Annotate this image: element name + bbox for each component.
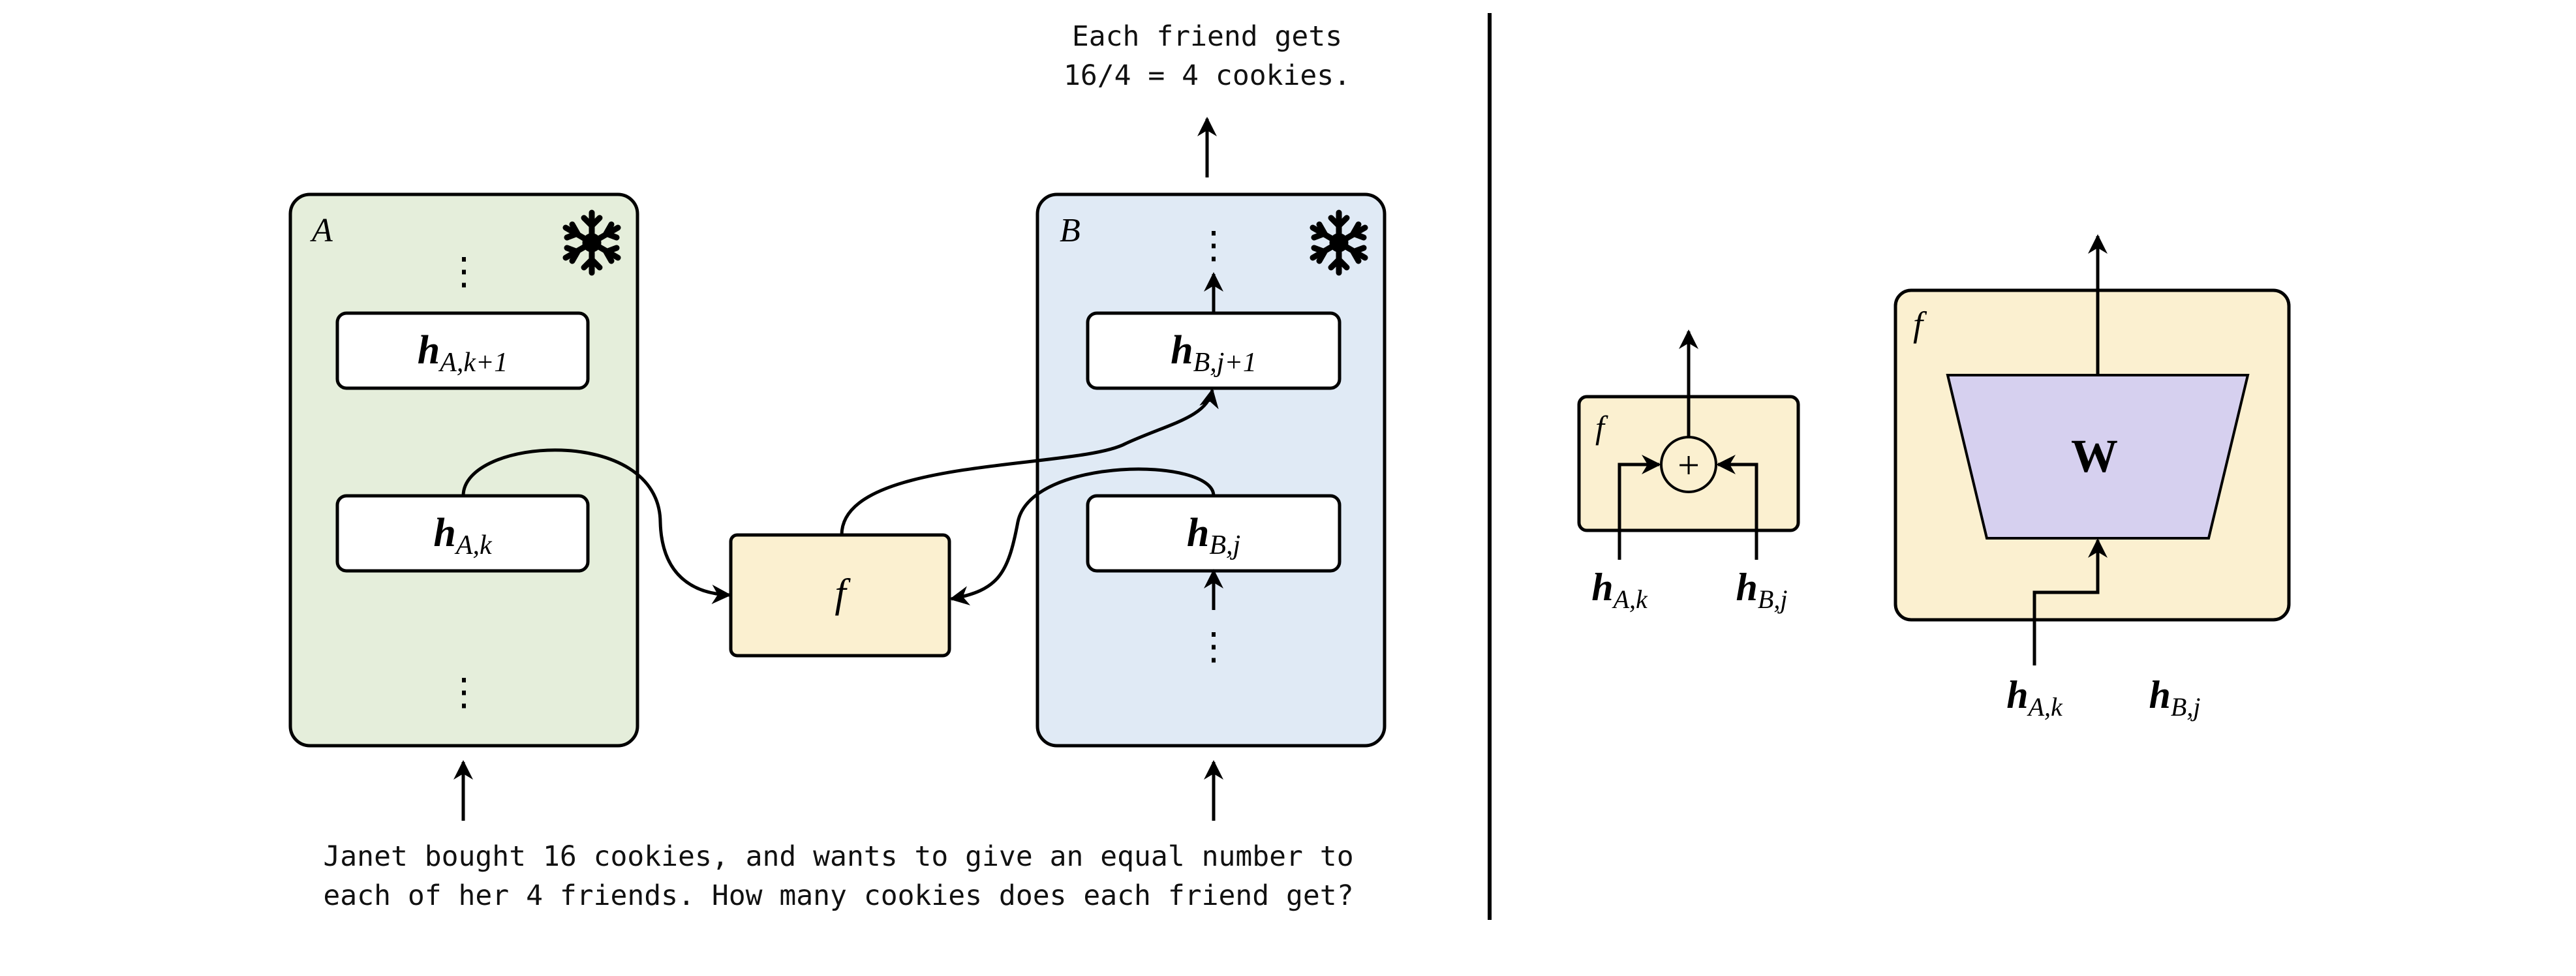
sum-operator-symbol: + bbox=[1678, 444, 1700, 487]
layer-a-k-plus-1-box bbox=[335, 311, 590, 390]
input-text-line-2: each of her 4 friends. How many cookies … bbox=[323, 879, 1353, 912]
sum-input-b-label: hB,j bbox=[1736, 566, 1788, 614]
arrow-a-to-f bbox=[461, 448, 731, 605]
layer-a-k-label: hA,k bbox=[433, 511, 493, 560]
layer-b-j-plus-1-label: hB,j+1 bbox=[1171, 328, 1257, 378]
arrow-b-j-to-f bbox=[949, 467, 1216, 605]
right-panel: f + hA,k hB,j f W hA,k hB,j bbox=[1577, 234, 2291, 722]
linear-variant: f W hA,k hB,j bbox=[1894, 234, 2291, 722]
arrow-f-to-b-j-plus-1 bbox=[840, 388, 1219, 536]
weight-matrix-label: W bbox=[2071, 430, 2118, 482]
ellipsis-top-a: ⋮ bbox=[445, 250, 483, 292]
layer-b-j-label: hB,j bbox=[1187, 511, 1240, 560]
linear-input-arrow bbox=[2032, 538, 2108, 665]
linear-input-b-label: hB,j bbox=[2149, 673, 2201, 722]
sum-input-arrow-a bbox=[1618, 455, 1661, 560]
ellipsis-bottom-a: ⋮ bbox=[445, 671, 483, 713]
weight-matrix-trapezoid bbox=[1946, 374, 2250, 540]
output-text-line-2: 16/4 = 4 cookies. bbox=[1064, 59, 1351, 92]
model-a-label: A bbox=[310, 212, 333, 249]
snowflake-icon bbox=[562, 209, 621, 276]
ellipsis-top-b: ⋮ bbox=[1195, 224, 1233, 266]
snowflake-icon bbox=[1310, 209, 1368, 276]
layer-a-k-plus-1-label: hA,k+1 bbox=[418, 328, 508, 378]
linear-input-a-label: hA,k bbox=[2006, 673, 2063, 722]
layer-b-j-plus-1-box bbox=[1086, 311, 1342, 390]
input-text-line-1: Janet bought 16 cookies, and wants to gi… bbox=[323, 840, 1353, 873]
left-panel: Each friend gets 16/4 = 4 cookies. A ⋮ bbox=[288, 20, 1387, 912]
sum-input-a-label: hA,k bbox=[1591, 566, 1648, 614]
sum-input-arrow-b bbox=[1716, 455, 1758, 560]
sum-variant: f + hA,k hB,j bbox=[1577, 329, 1800, 614]
model-b-label: B bbox=[1060, 212, 1081, 249]
ellipsis-bottom-b: ⋮ bbox=[1195, 625, 1233, 667]
output-text-line-1: Each friend gets bbox=[1072, 20, 1342, 53]
